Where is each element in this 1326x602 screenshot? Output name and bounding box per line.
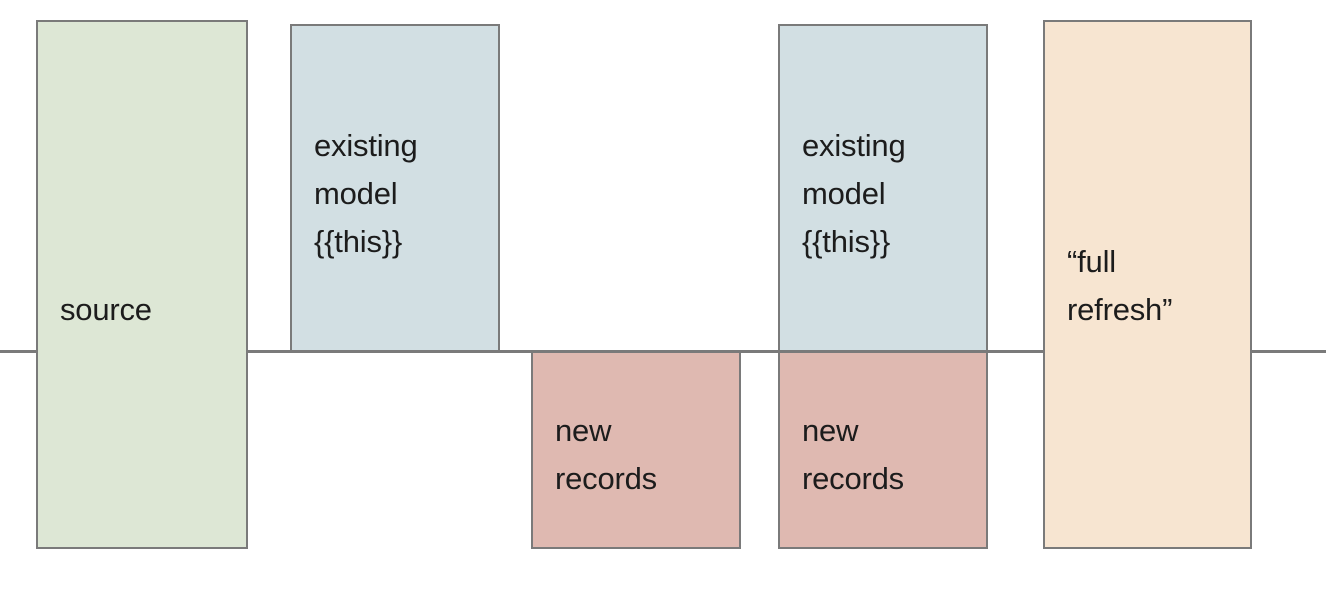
box-existing-model-2-label: existing model {{this}} — [802, 128, 906, 259]
box-new-records-1[interactable]: new records — [531, 351, 741, 549]
box-full-refresh-label: “full refresh” — [1067, 244, 1173, 327]
box-new-records-1-label: new records — [555, 413, 657, 496]
box-existing-model-1[interactable]: existing model {{this}} — [290, 24, 500, 352]
box-new-records-2[interactable]: new records — [778, 351, 988, 549]
box-existing-model-1-label: existing model {{this}} — [314, 128, 418, 259]
box-new-records-2-label: new records — [802, 413, 904, 496]
box-source-label: source — [60, 292, 152, 327]
box-existing-model-2[interactable]: existing model {{this}} — [778, 24, 988, 352]
box-full-refresh[interactable]: “full refresh” — [1043, 20, 1252, 549]
box-source[interactable]: source — [36, 20, 248, 549]
